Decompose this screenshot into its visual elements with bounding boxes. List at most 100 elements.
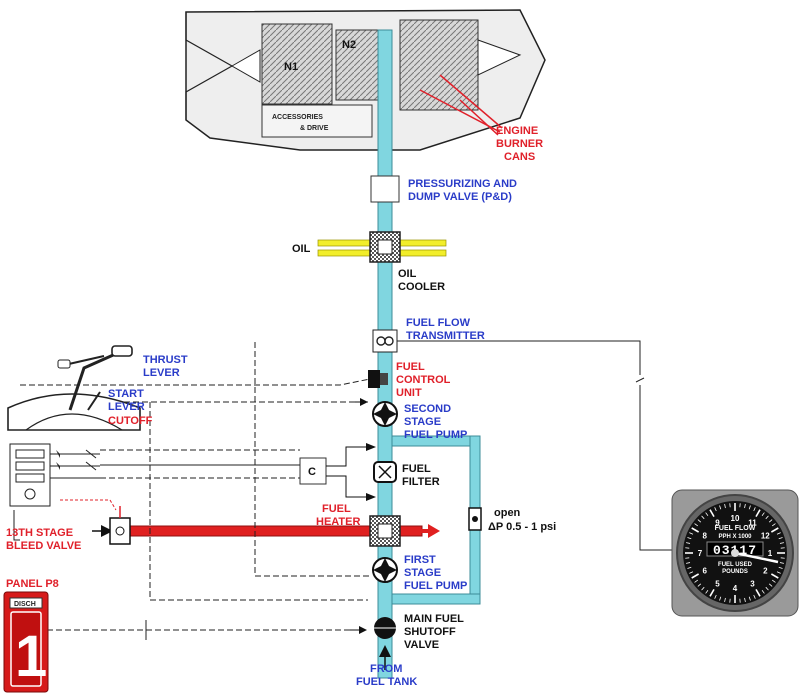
gauge-dial-number: 5 — [715, 579, 720, 588]
first-pump-label-2: STAGE — [404, 567, 441, 579]
shutoff-label-3: VALVE — [404, 639, 439, 651]
pd-valve-label-1: PRESSURIZING AND — [408, 178, 517, 190]
gauge-tick — [770, 527, 779, 533]
ff-transmitter-label-1: FUEL FLOW — [406, 317, 471, 329]
gauge-tick — [691, 527, 700, 533]
second-stage-pump — [372, 401, 398, 427]
gauge-tick — [689, 532, 694, 535]
fcu-label-3: UNIT — [396, 387, 422, 399]
pd-valve-label-2: DUMP VALVE (P&D) — [408, 191, 512, 203]
cutoff-label: CUTOFF — [108, 415, 153, 427]
gauge-tick — [765, 586, 769, 591]
gauge-title-2: PPH X 1000 — [718, 534, 752, 540]
gauge-tick — [776, 532, 781, 535]
gauge-tick — [714, 507, 717, 512]
gauge-tick — [744, 597, 746, 602]
gauge-used-2: POUNDS — [722, 569, 748, 575]
gauge-dial-number: 11 — [748, 519, 757, 528]
filter-c-label: C — [308, 466, 316, 478]
gauge-dial-number: 12 — [761, 532, 770, 541]
gauge-tick — [724, 597, 726, 602]
gauge-tick — [748, 596, 751, 601]
gauge-tick — [761, 589, 765, 594]
gauge-tick — [778, 566, 783, 569]
burner-label-3: CANS — [504, 151, 535, 163]
start-label-1: START — [108, 388, 144, 400]
gauge-tick — [768, 583, 773, 587]
oil-cooler — [369, 231, 401, 263]
gauge-tick — [765, 515, 769, 520]
oil-label: OIL — [292, 243, 311, 255]
shutoff-label-2: SHUTOFF — [404, 626, 456, 638]
engine-n1-label: N1 — [284, 61, 298, 73]
second-pump-label-3: FUEL PUMP — [404, 429, 467, 441]
fcu-label-2: CONTROL — [396, 374, 451, 386]
gauge-tick — [697, 583, 702, 587]
oil-cooler-label-2: COOLER — [398, 281, 445, 293]
gauge-ticks — [685, 503, 785, 603]
gauge-tick — [719, 596, 722, 601]
gauge-tick — [755, 588, 761, 597]
ff-transmitter-label-2: TRANSMITTER — [406, 330, 485, 342]
main-fuel-shutoff-valve — [374, 617, 396, 639]
fuel-control-unit — [368, 370, 388, 388]
fuel-flow-transmitter — [372, 329, 398, 353]
gauge-tick — [779, 542, 784, 544]
gauge-tick — [701, 515, 705, 520]
gauge-tick — [694, 523, 699, 527]
gauge-tick — [761, 512, 765, 517]
gauge-tick — [687, 537, 692, 540]
accessories-label-1: ACCESSORIES — [272, 114, 323, 121]
second-pump-label-1: SECOND — [404, 403, 451, 415]
gauge-tick — [686, 542, 691, 544]
fcu-label-1: FUEL — [396, 361, 425, 373]
fuel-heater-label-2: HEATER — [316, 516, 360, 528]
thrust-label-2: LEVER — [143, 367, 180, 379]
burner-label-1: ENGINE — [496, 125, 538, 137]
fuel-heater — [369, 515, 401, 547]
shutoff-label-1: MAIN FUEL — [404, 613, 464, 625]
gauge-needle — [734, 551, 779, 564]
gauge-tick — [705, 589, 709, 594]
gauge-dial-number: 7 — [698, 549, 703, 558]
tank-label-1: FROM — [370, 663, 402, 675]
gauge-tick — [691, 573, 700, 579]
gauge-tick — [709, 509, 715, 518]
gauge-dial-number: 10 — [731, 514, 740, 523]
first-pump-label-1: FIRST — [404, 554, 436, 566]
gauge-dial-number: 8 — [702, 532, 707, 541]
fuel-filter-label-2: FILTER — [402, 476, 440, 488]
gauge-tick — [744, 504, 746, 509]
gauge-tick — [768, 519, 773, 523]
gauge-tick — [709, 588, 715, 597]
gauge-title-1: FUEL FLOW — [715, 525, 756, 532]
fuel-heater-label-1: FUEL — [322, 503, 351, 515]
accessories-label-2: & DRIVE — [300, 125, 329, 132]
second-pump-label-2: STAGE — [404, 416, 441, 428]
tank-label-2: FUEL TANK — [356, 676, 417, 688]
gauge-dial-number: 6 — [702, 567, 707, 576]
relay-panel — [9, 443, 100, 541]
gauge-tick — [689, 571, 694, 574]
gauge-tick — [686, 562, 691, 564]
fuel-filter — [373, 461, 397, 483]
start-label-2: LEVER — [108, 401, 145, 413]
gauge-tick — [771, 579, 776, 583]
gauge-tick — [724, 504, 726, 509]
bleed-label-1: 13TH STAGE — [6, 527, 73, 539]
gauge-tick — [771, 523, 776, 527]
fuel-filter-label-1: FUEL — [402, 463, 431, 475]
gauge-dial-number: 1 — [768, 549, 773, 558]
first-pump-label-3: FUEL PUMP — [404, 580, 467, 592]
gauge-tick — [748, 505, 751, 510]
gauge-dial-number: 9 — [715, 519, 720, 528]
gauge-tick — [753, 594, 756, 599]
gauge-tick — [753, 507, 756, 512]
gauge-tick — [755, 509, 761, 518]
bypass-label-1: open — [494, 507, 521, 519]
gauge-tick — [701, 586, 705, 591]
thrust-label-1: THRUST — [143, 354, 188, 366]
